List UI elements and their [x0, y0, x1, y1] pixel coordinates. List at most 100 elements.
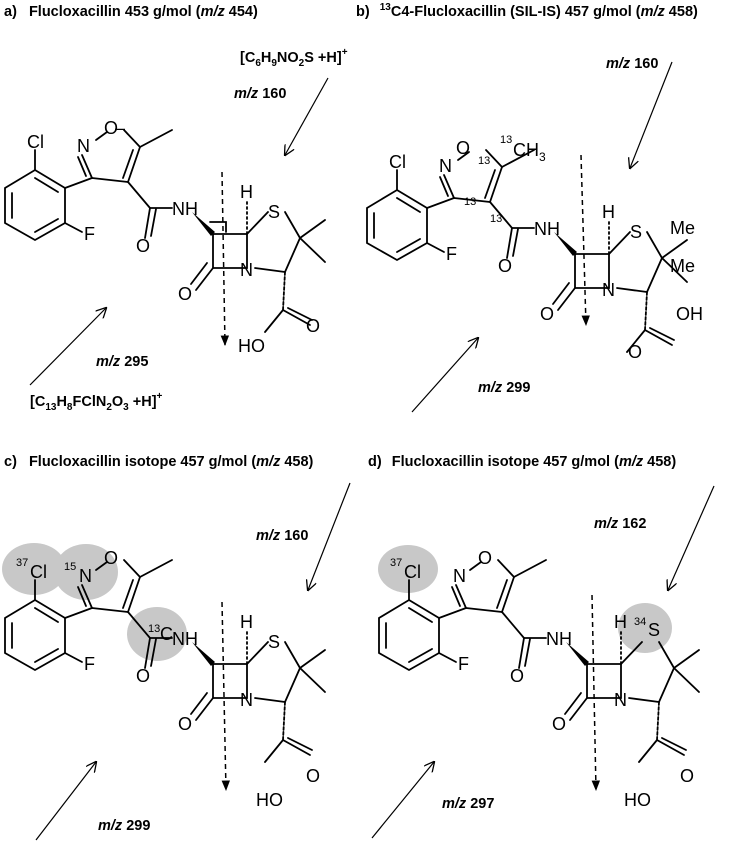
atom-o-lactam: O: [178, 284, 192, 304]
atom-f: F: [84, 224, 95, 244]
label-15-c: 15: [64, 561, 76, 573]
atom-n-d: N: [453, 566, 466, 586]
label-mz-299-c: m/z 299: [98, 818, 150, 834]
label-37-c: 37: [16, 557, 28, 569]
arrow-frag-160-a: [285, 77, 329, 155]
arrow-frag-160-b: [630, 61, 673, 168]
panel-b: b) 13C4-Flucloxacillin (SIL-IS) 457 g/mo…: [356, 2, 703, 413]
cleavage-line-a: [220, 171, 230, 347]
atom-n-c: N: [79, 566, 92, 586]
atom-o-acid: O: [306, 316, 320, 336]
flucloxacillin-structure-a: [4, 129, 326, 333]
atom-ho: HO: [238, 336, 265, 356]
atom-nh-d: NH: [546, 629, 572, 649]
atom-o-amide: O: [136, 236, 150, 256]
flucloxacillin-structure-b: [366, 149, 688, 353]
label-ch3-b: CH3: [513, 140, 546, 164]
label-me-b2: Me: [670, 256, 695, 276]
panel-a: a) Flucloxacillin 453 g/mol (m/z 454) Cl…: [4, 4, 348, 413]
atom-ho-d: HO: [624, 790, 651, 810]
cleavage-line-c: [221, 601, 230, 792]
arrow-frag-299-b: [411, 338, 478, 413]
atom-h-d: H: [614, 612, 627, 632]
highlight-34s-d: [618, 603, 672, 653]
panel-d-title: d) Flucloxacillin isotope 457 g/mol (m/z…: [368, 454, 676, 470]
cleavage-line-b: [580, 154, 590, 327]
atom-f-b: F: [446, 244, 457, 264]
atom-o-acid-d: O: [680, 766, 694, 786]
atom-n-lactam-c: N: [240, 690, 253, 710]
atom-n-lactam-d: N: [614, 690, 627, 710]
flucloxacillin-structure-c: [4, 559, 326, 763]
atom-s: S: [268, 202, 280, 222]
atom-s-b: S: [630, 222, 642, 242]
label-mz-160-b: m/z 160: [606, 56, 658, 72]
label-formula-160-a: [C6H9NO2S +H]+: [240, 47, 348, 69]
label-mz-162-d: m/z 162: [594, 516, 646, 532]
label-oh-b: OH: [676, 304, 703, 324]
arrow-frag-297-d: [371, 762, 434, 839]
atom-h: H: [240, 182, 253, 202]
label-13c-b1: 13: [478, 155, 490, 167]
label-13c-b2: 13: [500, 134, 512, 146]
atom-cl-b: Cl: [389, 152, 406, 172]
highlight-37cl-c: [2, 543, 66, 595]
atom-o-lactam-b: O: [540, 304, 554, 324]
panel-a-title: a) Flucloxacillin 453 g/mol (m/z 454): [4, 4, 258, 20]
atom-n-isoxazole: N: [77, 136, 90, 156]
atom-o-acid-b: O: [628, 342, 642, 362]
atom-nh: NH: [172, 199, 198, 219]
label-13-c: 13: [148, 623, 160, 635]
atom-cl: Cl: [27, 132, 44, 152]
label-formula-295-a: [C13H8FClN2O3 +H]+: [30, 391, 163, 413]
label-34-d: 34: [634, 616, 646, 628]
cleavage-line-d: [591, 594, 601, 792]
flucloxacillin-structure-d: [378, 559, 700, 763]
atom-h-c: H: [240, 612, 253, 632]
atom-ho-c: HO: [256, 790, 283, 810]
atom-f-c: F: [84, 654, 95, 674]
panel-c: c) Flucloxacillin isotope 457 g/mol (m/z…: [2, 454, 351, 841]
panel-d: d) Flucloxacillin isotope 457 g/mol (m/z…: [368, 454, 715, 839]
label-13c-b4: 13: [490, 213, 502, 225]
atom-n-lactam-b: N: [602, 280, 615, 300]
atom-o-acid-c: O: [306, 766, 320, 786]
label-mz-160-c: m/z 160: [256, 528, 308, 544]
label-mz-160-a: m/z 160: [234, 86, 286, 102]
arrow-frag-299-c: [35, 762, 96, 841]
label-mz-299-b: m/z 299: [478, 380, 530, 396]
atom-s-c: S: [268, 632, 280, 652]
arrow-frag-162-d: [668, 485, 715, 590]
highlight-15n-c: [54, 544, 118, 600]
atom-nh-b: NH: [534, 219, 560, 239]
highlight-37cl-d: [378, 545, 438, 593]
arrow-frag-160-c: [308, 482, 351, 590]
atom-s-d: S: [648, 620, 660, 640]
highlight-13c-c: [127, 607, 187, 661]
atom-o-amide-c: O: [136, 666, 150, 686]
atom-o-isoxazole: O: [104, 118, 118, 138]
atom-h-b: H: [602, 202, 615, 222]
atom-nh-c: NH: [172, 629, 198, 649]
panel-c-title: c) Flucloxacillin isotope 457 g/mol (m/z…: [4, 454, 314, 470]
atom-f-d: F: [458, 654, 469, 674]
atom-n-lactam: N: [240, 260, 253, 280]
label-me-b1: Me: [670, 218, 695, 238]
cleavage-bracket-a: [209, 221, 227, 233]
atom-cl-c: Cl: [30, 562, 47, 582]
atom-cl-d: Cl: [404, 562, 421, 582]
atom-c-c: C: [160, 624, 173, 644]
label-13c-b3: 13: [464, 196, 476, 208]
panel-b-title: b) 13C4-Flucloxacillin (SIL-IS) 457 g/mo…: [356, 2, 698, 20]
atom-o-d: O: [478, 548, 492, 568]
atom-o-c: O: [104, 548, 118, 568]
atom-o-lactam-c: O: [178, 714, 192, 734]
atom-dash: –: [115, 118, 125, 138]
label-mz-297-d: m/z 297: [442, 796, 494, 812]
atom-n-b: N: [439, 156, 452, 176]
label-37-d: 37: [390, 557, 402, 569]
atom-o-amide-d: O: [510, 666, 524, 686]
atom-o-amide-b: O: [498, 256, 512, 276]
atom-o-lactam-d: O: [552, 714, 566, 734]
